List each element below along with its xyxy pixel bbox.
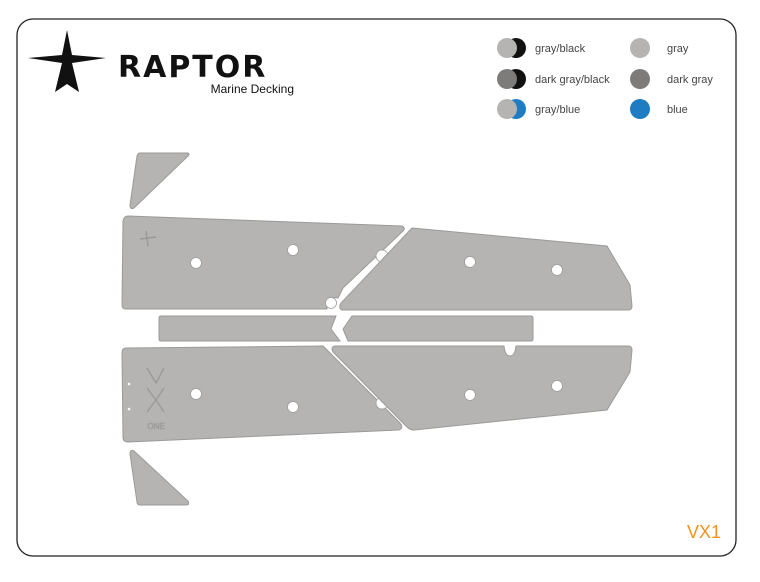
legend-item-blue: blue [630,99,688,119]
swatch-primary [630,69,650,89]
deck-strip-left [158,315,341,342]
legend-item-gray: gray [630,38,689,58]
mounting-hole [190,388,202,400]
mounting-hole [464,389,476,401]
pin-mark [127,382,131,386]
deck-piece-lower-left [121,345,403,443]
model-code: VX1 [687,522,721,542]
legend-item-gray-blue: gray/blue [497,99,580,119]
raptor-logo: RAPTOR Marine Decking [28,30,294,96]
legend-item-gray-black: gray/black [497,38,586,58]
deck-piece-lower-right [331,345,633,431]
legend-item-dark-gray: dark gray [630,69,713,89]
mounting-hole [190,257,202,269]
legend-label: gray [667,43,689,55]
anchor-engraving-icon [139,230,157,247]
mounting-hole [464,256,476,268]
mounting-hole [325,297,337,309]
deck-piece-top-wedge [129,152,190,210]
engraving-text: ONE [147,422,164,431]
deck-piece-bottom-wedge [129,449,190,506]
legend-label: blue [667,104,688,116]
swatch-primary [497,99,517,119]
color-legend: gray/black gray dark gray/black dark gra… [497,38,713,119]
deck-strip-right [342,315,534,342]
deck-parts: ONE [121,152,633,506]
swatch-primary [497,38,517,58]
brand-subtitle: Marine Decking [211,82,294,96]
legend-label: dark gray/black [535,74,610,86]
mounting-hole [551,380,563,392]
vx-engraving [146,367,165,413]
mounting-hole [551,264,563,276]
anchor-star-icon [28,30,106,92]
legend-label: dark gray [667,74,713,86]
swatch-primary [630,99,650,119]
swatch-primary [497,69,517,89]
mounting-hole [287,244,299,256]
brand-name: RAPTOR [118,50,267,85]
swatch-primary [630,38,650,58]
legend-label: gray/blue [535,104,580,116]
deck-piece-upper-right [339,227,633,311]
legend-label: gray/black [535,43,586,55]
legend-item-dark-gray-black: dark gray/black [497,69,610,89]
mounting-hole [287,401,299,413]
pin-mark [127,407,131,411]
